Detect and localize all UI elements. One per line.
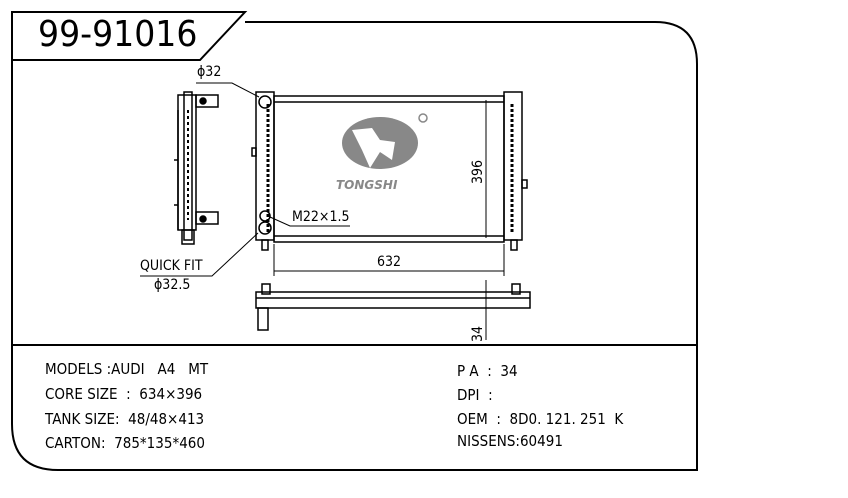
spec-core-size: CORE SIZE : 634×396 xyxy=(45,385,203,403)
bottom-view xyxy=(255,280,531,340)
width-dimension: 632 xyxy=(377,254,402,270)
front-view xyxy=(140,82,528,277)
spec-pa: P A : 34 xyxy=(457,362,518,380)
quick-fit-label: QUICK FIT xyxy=(140,258,203,274)
spec-nissens: NISSENS:60491 xyxy=(457,432,563,450)
outer-border xyxy=(11,21,698,471)
depth-dimension: 34 xyxy=(470,325,486,342)
inlet-diameter-label: ϕ32 xyxy=(197,64,222,80)
tongshi-logo xyxy=(342,113,428,169)
outlet-thread-label: M22×1.5 xyxy=(292,209,350,225)
spec-tank-size: TANK SIZE: 48/48×413 xyxy=(45,410,205,428)
height-dimension: 396 xyxy=(470,159,486,184)
spec-carton: CARTON: 785*135*460 xyxy=(45,434,205,452)
spec-models: MODELS :AUDI A4 MT xyxy=(45,360,209,378)
logo-text: TONGSHI xyxy=(336,178,398,192)
title-box xyxy=(11,11,248,61)
side-view xyxy=(174,91,219,245)
part-number: 99-91016 xyxy=(38,14,198,55)
spec-oem: OEM : 8D0. 121. 251 K xyxy=(457,410,624,428)
quick-fit-diameter-label: ϕ32.5 xyxy=(154,277,191,293)
spec-dpi: DPI : xyxy=(457,386,493,404)
